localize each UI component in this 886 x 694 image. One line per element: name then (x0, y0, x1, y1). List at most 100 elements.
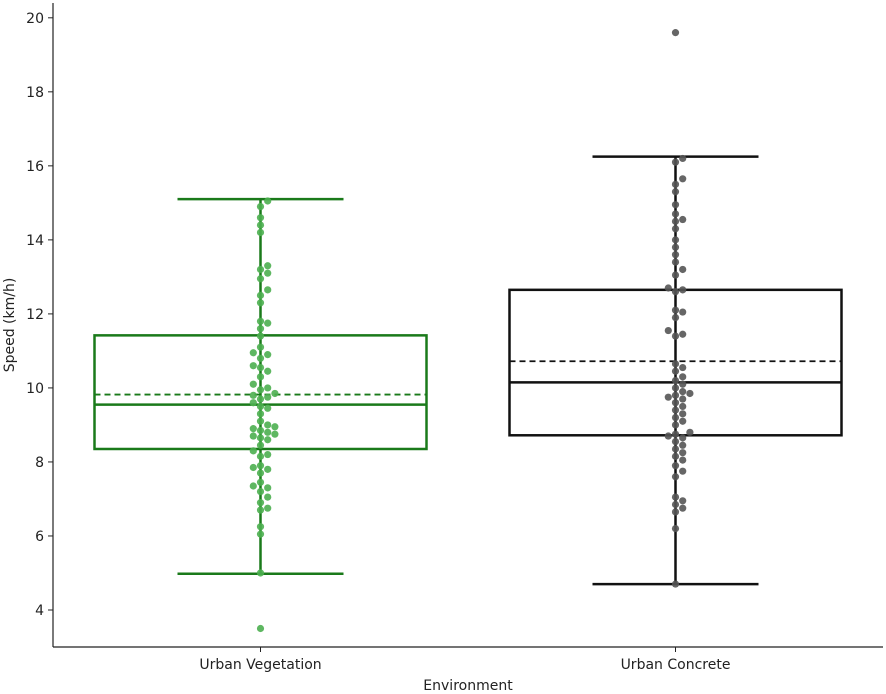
data-point (671, 288, 680, 296)
data-point (256, 325, 265, 333)
data-point (671, 413, 680, 422)
data-point (256, 410, 265, 418)
data-point (256, 202, 265, 211)
data-point (264, 504, 272, 512)
x-tick-label: Urban Vegetation (199, 657, 321, 673)
data-point (671, 376, 680, 385)
y-tick-label: 12 (26, 307, 44, 323)
data-point (256, 291, 265, 299)
data-point (249, 380, 257, 388)
data-point (256, 469, 265, 477)
data-point (664, 393, 672, 401)
data-point (671, 384, 680, 392)
data-point (264, 319, 272, 327)
data-point (671, 158, 680, 166)
data-point (256, 228, 265, 237)
data-point (671, 332, 680, 340)
data-point (264, 286, 272, 294)
data-point (671, 437, 680, 446)
data-point (249, 349, 257, 357)
data-point (671, 391, 680, 399)
data-point (679, 373, 687, 381)
data-point (679, 402, 687, 411)
data-point (679, 363, 687, 372)
data-point (671, 360, 680, 368)
data-point (664, 326, 672, 335)
data-point (264, 269, 272, 277)
data-point (264, 484, 272, 492)
data-point (264, 393, 272, 401)
data-point (679, 497, 687, 505)
data-point (671, 452, 680, 460)
data-point (256, 402, 265, 411)
data-point (256, 221, 265, 229)
data-point (679, 175, 687, 183)
data-point (679, 410, 687, 418)
data-point (249, 432, 257, 440)
data-point (679, 380, 687, 388)
data-point (686, 428, 694, 436)
data-point (671, 445, 680, 453)
data-point (256, 363, 265, 372)
data-point (249, 463, 257, 472)
y-tick-label: 10 (26, 381, 44, 397)
data-point (679, 286, 687, 294)
data-point (256, 569, 265, 577)
data-point (671, 508, 680, 516)
data-point (256, 343, 265, 351)
data-point (256, 317, 265, 325)
data-point (671, 201, 680, 209)
data-point (256, 386, 265, 394)
data-point (679, 417, 687, 425)
data-point (271, 423, 279, 431)
plot-area (93, 29, 843, 633)
data-point (671, 29, 680, 37)
data-point (271, 389, 279, 398)
box-group (93, 197, 428, 633)
data-point (686, 389, 694, 398)
data-point (256, 299, 265, 307)
data-point (671, 217, 680, 225)
data-point (671, 271, 680, 279)
box-group (508, 29, 843, 588)
data-point (671, 236, 680, 244)
data-point (256, 214, 265, 222)
data-point (271, 430, 279, 438)
data-point (264, 465, 272, 473)
data-point (256, 426, 265, 435)
x-tick-label: Urban Concrete (621, 657, 731, 673)
data-point (671, 313, 680, 322)
data-point (671, 251, 680, 259)
data-point (679, 395, 687, 403)
x-ticks: Urban Vegetation Urban Concrete (199, 647, 730, 673)
data-point (671, 243, 680, 251)
data-point (256, 275, 265, 283)
data-point (256, 499, 265, 507)
data-point (671, 421, 680, 429)
data-point (679, 441, 687, 449)
data-point (256, 462, 265, 470)
data-point (256, 487, 265, 496)
data-point (249, 399, 257, 407)
data-point (249, 447, 257, 455)
data-point (679, 330, 687, 338)
data-point (256, 452, 265, 460)
data-point (679, 215, 687, 224)
data-point (671, 210, 680, 218)
data-point (264, 197, 272, 205)
data-point (671, 580, 680, 588)
data-point (671, 430, 680, 438)
data-point (671, 180, 680, 188)
data-point (264, 404, 272, 412)
data-point (256, 624, 265, 633)
data-point (264, 450, 272, 459)
y-tick-label: 6 (35, 529, 44, 545)
y-tick-label: 20 (26, 11, 44, 27)
data-point (256, 395, 265, 403)
data-point (256, 417, 265, 425)
data-point (679, 388, 687, 396)
data-point (679, 308, 687, 316)
data-point (256, 530, 265, 538)
y-tick-label: 16 (26, 159, 44, 175)
